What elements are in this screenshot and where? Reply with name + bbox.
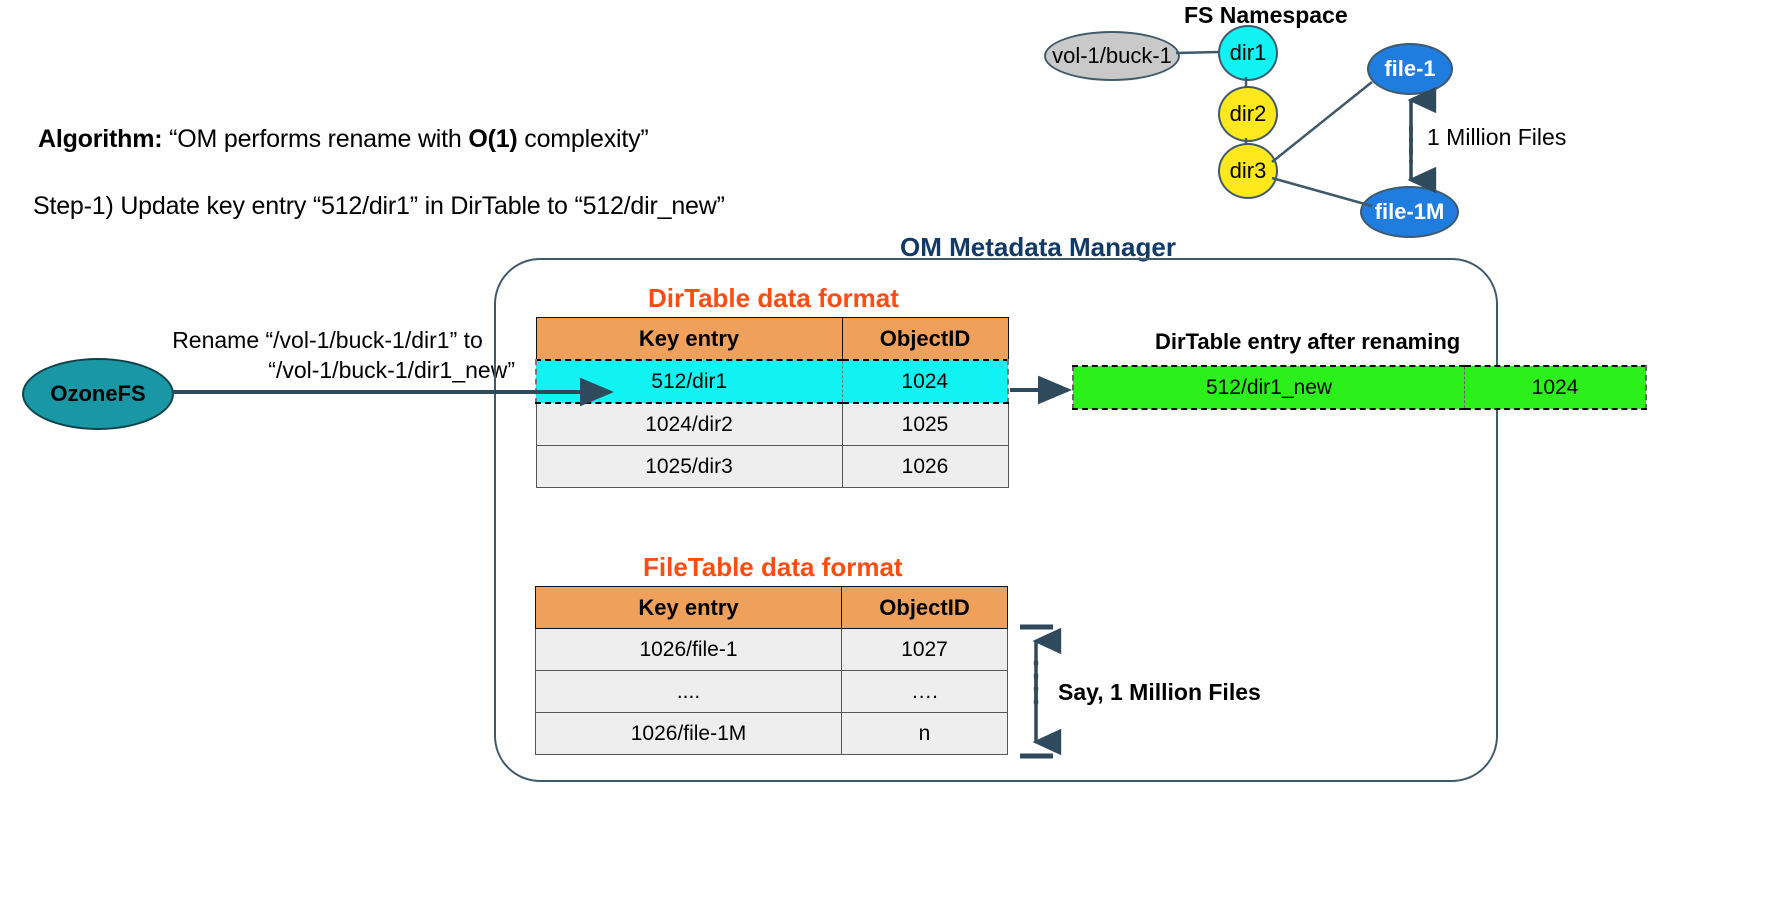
edge-dir3-file1 (1271, 81, 1373, 163)
om-metadata-manager-title: OM Metadata Manager (900, 232, 1176, 262)
filetable-header-key: Key entry (535, 586, 842, 629)
rename-caption-line-2: “/vol-1/buck-1/dir1_new” (268, 357, 515, 383)
rename-caption: Rename “/vol-1/buck-1/dir1” to “/vol-1/b… (140, 325, 515, 385)
dirtable-header-row: Key entry ObjectID (535, 317, 1009, 361)
algorithm-quote-open: “OM performs rename with (162, 125, 469, 153)
table-row: .... …. (535, 670, 1008, 713)
filetable-cell-objectid: 1027 (841, 628, 1008, 671)
dirtable-header-key: Key entry (535, 317, 843, 361)
fs-node-dir1-label: dir1 (1229, 40, 1267, 65)
rename-caption-line-1: Rename “/vol-1/buck-1/dir1” to (172, 327, 483, 353)
dirtable-title: DirTable data format (648, 283, 899, 313)
fs-namespace-title: FS Namespace (1184, 2, 1348, 28)
table-row: 1026/file-1 1027 (535, 628, 1008, 671)
fs-namespace-range-label: 1 Million Files (1427, 124, 1567, 150)
table-row: 1025/dir3 1026 (535, 445, 1009, 488)
fs-node-bucket: vol-1/buck-1 (1044, 31, 1180, 81)
dirtable-cell-objectid: 1025 (841, 402, 1009, 446)
fs-node-bucket-label: vol-1/buck-1 (1052, 43, 1172, 68)
filetable-header-objectid: ObjectID (841, 586, 1008, 629)
filetable-title: FileTable data format (643, 552, 903, 582)
filetable-cell-objectid: …. (841, 670, 1008, 713)
ozonefs-label: OzoneFS (50, 381, 146, 406)
fs-node-dir3-label: dir3 (1229, 158, 1267, 183)
dirtable: Key entry ObjectID 512/dir1 1024 1024/di… (535, 317, 1009, 488)
edge-dir3-file1m (1271, 176, 1373, 208)
fs-node-dir3: dir3 (1218, 143, 1278, 199)
renamed-entry-key: 512/dir1_new (1072, 365, 1465, 410)
fs-node-dir1: dir1 (1218, 25, 1278, 81)
algorithm-statement: Algorithm: “OM performs rename with O(1)… (38, 125, 649, 154)
dirtable-cell-objectid: 1024 (842, 359, 1009, 404)
edge-bucket-dir1 (1175, 50, 1220, 55)
table-row: 512/dir1 1024 (535, 359, 1009, 404)
filetable-cell-key: .... (535, 670, 842, 713)
filetable: Key entry ObjectID 1026/file-1 1027 ....… (535, 586, 1008, 755)
dirtable-cell-key: 512/dir1 (535, 359, 843, 404)
dirtable-cell-key: 1025/dir3 (535, 445, 843, 488)
fs-node-file1-label: file-1 (1384, 56, 1436, 81)
table-row: 1024/dir2 1025 (535, 402, 1009, 446)
fs-node-file1: file-1 (1367, 43, 1453, 95)
ozonefs-client-node: OzoneFS (22, 358, 174, 430)
om-metadata-manager-container (494, 258, 1498, 782)
fs-node-dir2: dir2 (1218, 86, 1278, 142)
algorithm-label: Algorithm: (38, 125, 163, 153)
renamed-entry-title: DirTable entry after renaming (1155, 329, 1461, 354)
filetable-cell-key: 1026/file-1M (535, 712, 842, 755)
table-row: 1026/file-1M n (535, 712, 1008, 755)
fs-node-file1m-label: file-1M (1374, 199, 1445, 224)
renamed-entry-objectid: 1024 (1464, 365, 1647, 410)
algorithm-complexity: O(1) (468, 125, 518, 153)
fs-node-dir2-label: dir2 (1229, 101, 1267, 126)
algorithm-step-1: Step-1) Update key entry “512/dir1” in D… (33, 192, 725, 220)
dirtable-cell-objectid: 1026 (841, 445, 1009, 488)
renamed-entry-table: 512/dir1_new 1024 (1072, 365, 1647, 410)
filetable-range-label: Say, 1 Million Files (1058, 679, 1261, 705)
dirtable-cell-key: 1024/dir2 (535, 402, 843, 446)
table-row: 512/dir1_new 1024 (1072, 365, 1647, 410)
filetable-header-row: Key entry ObjectID (535, 586, 1008, 629)
filetable-cell-key: 1026/file-1 (535, 628, 842, 671)
fs-node-file1m: file-1M (1360, 186, 1459, 238)
algorithm-quote-close: complexity” (517, 125, 649, 153)
dirtable-header-objectid: ObjectID (841, 317, 1009, 361)
filetable-cell-objectid: n (841, 712, 1008, 755)
